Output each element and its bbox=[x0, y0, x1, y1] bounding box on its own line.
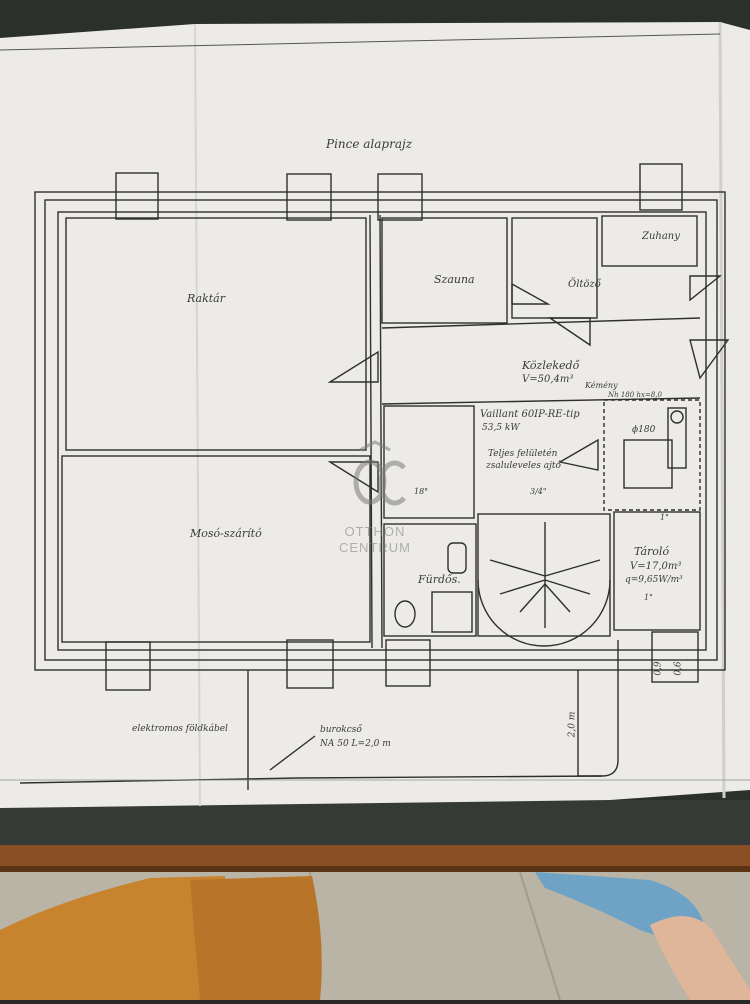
door-swing-5 bbox=[689, 275, 722, 302]
watermark-logo-icon bbox=[353, 440, 406, 506]
label-dim-20m: 2,0 m bbox=[567, 711, 578, 738]
wall-corridor-top bbox=[381, 317, 701, 329]
room-label-moso: Mosó-szárító bbox=[190, 527, 262, 540]
window-8 bbox=[651, 631, 699, 683]
label-dim-09: 0,9 bbox=[653, 661, 664, 676]
room-label-zuhany: Zuhany bbox=[642, 231, 680, 242]
window-5 bbox=[105, 641, 151, 691]
door-swing-4 bbox=[547, 317, 591, 347]
burkocso-leader bbox=[269, 735, 316, 771]
window-4 bbox=[639, 163, 683, 211]
outer-wall-inner bbox=[57, 211, 707, 651]
room-tarolo bbox=[613, 511, 701, 631]
label-door-note-2: zsaluleveles ajtó bbox=[486, 461, 561, 471]
label-pipe-1a: 1" bbox=[660, 513, 669, 522]
room-label-oltozo: Öltöző bbox=[568, 279, 601, 290]
stair-curve bbox=[477, 579, 611, 647]
label-pipe-1b: 1" bbox=[644, 593, 653, 602]
room-raktar bbox=[65, 217, 367, 451]
wall-vertical-1 bbox=[369, 214, 373, 649]
stair-box bbox=[477, 513, 611, 637]
label-boiler-power: 53,5 kW bbox=[482, 423, 520, 433]
wood-trim-shadow bbox=[0, 866, 750, 872]
pants-right-leg bbox=[190, 876, 322, 1000]
toilet bbox=[394, 600, 416, 628]
room-szauna bbox=[381, 217, 508, 324]
room-label-raktar: Raktár bbox=[187, 292, 225, 305]
watermark-line-1: OTTHON bbox=[344, 524, 406, 539]
label-pipe-18: 18° bbox=[414, 487, 429, 496]
label-cable: elektromos földkábel bbox=[132, 724, 228, 734]
label-burkocso: burokcső bbox=[320, 725, 362, 735]
plan-title: Pince alaprajz bbox=[326, 137, 413, 151]
chimney bbox=[667, 407, 687, 469]
boiler-room bbox=[603, 399, 701, 511]
door-swing-3 bbox=[511, 282, 551, 305]
paper-fold-2 bbox=[718, 21, 726, 799]
watermark-line-2: CENTRUM bbox=[339, 540, 411, 555]
pants-left-leg bbox=[0, 876, 228, 1000]
door-swing-1 bbox=[327, 350, 379, 383]
cable-line-2 bbox=[297, 775, 603, 779]
window-7 bbox=[385, 639, 431, 687]
room-label-kozlekedo: Közlekedő bbox=[522, 359, 580, 372]
outer-wall-mid bbox=[44, 199, 718, 661]
shower-tray bbox=[431, 591, 473, 633]
paper-fold bbox=[194, 23, 201, 807]
chimney-flue bbox=[670, 410, 684, 424]
label-boiler: Vaillant 60IP-RE-tip bbox=[480, 409, 580, 420]
room-heat-tarolo: q=9,65W/m³ bbox=[625, 575, 683, 585]
label-burkocso-spec: NA 50 L=2,0 m bbox=[320, 739, 391, 749]
label-dim-06: 0,6 bbox=[673, 661, 684, 676]
window-6 bbox=[286, 639, 334, 689]
door-swing-7 bbox=[558, 438, 599, 471]
floor-tile-seam-2 bbox=[519, 871, 561, 1001]
cable-line bbox=[19, 777, 299, 784]
counter-edge bbox=[0, 800, 750, 850]
label-kemeny: Kémény bbox=[585, 381, 618, 390]
room-volume-tarolo: V=17,0m³ bbox=[630, 561, 682, 572]
room-eloter bbox=[383, 405, 475, 519]
room-zuhany bbox=[601, 215, 698, 267]
watermark: OTTHON CENTRUM bbox=[330, 440, 420, 556]
label-pipe-34: 3/4" bbox=[530, 487, 547, 496]
label-phi180: ϕ180 bbox=[632, 425, 656, 435]
room-label-tarolo: Tároló bbox=[634, 545, 670, 558]
wall-corridor-bottom bbox=[381, 397, 701, 405]
sink bbox=[447, 542, 467, 574]
pipe-run bbox=[577, 640, 619, 777]
window-1 bbox=[115, 172, 159, 220]
border-line bbox=[0, 33, 721, 51]
floor-plan bbox=[0, 163, 750, 790]
room-moso bbox=[61, 455, 371, 643]
label-door-note-1: Teljes felületén bbox=[488, 449, 558, 459]
room-label-furdo: Fürdős. bbox=[418, 573, 461, 586]
door-swing-6 bbox=[689, 339, 730, 380]
outer-wall-outer bbox=[34, 191, 726, 671]
room-label-szauna: Szauna bbox=[434, 273, 475, 286]
window-3 bbox=[377, 173, 423, 221]
wall-vertical-2 bbox=[379, 214, 383, 649]
room-furdo bbox=[383, 523, 477, 637]
stair-treads bbox=[489, 522, 601, 628]
label-kemeny-dims: Nh 180 hx=8,0 bbox=[608, 391, 662, 399]
boiler-unit bbox=[623, 439, 673, 489]
room-volume-kozlekedo: V=50,4m³ bbox=[522, 374, 574, 385]
window-2 bbox=[286, 173, 332, 221]
ankle bbox=[650, 916, 750, 1000]
